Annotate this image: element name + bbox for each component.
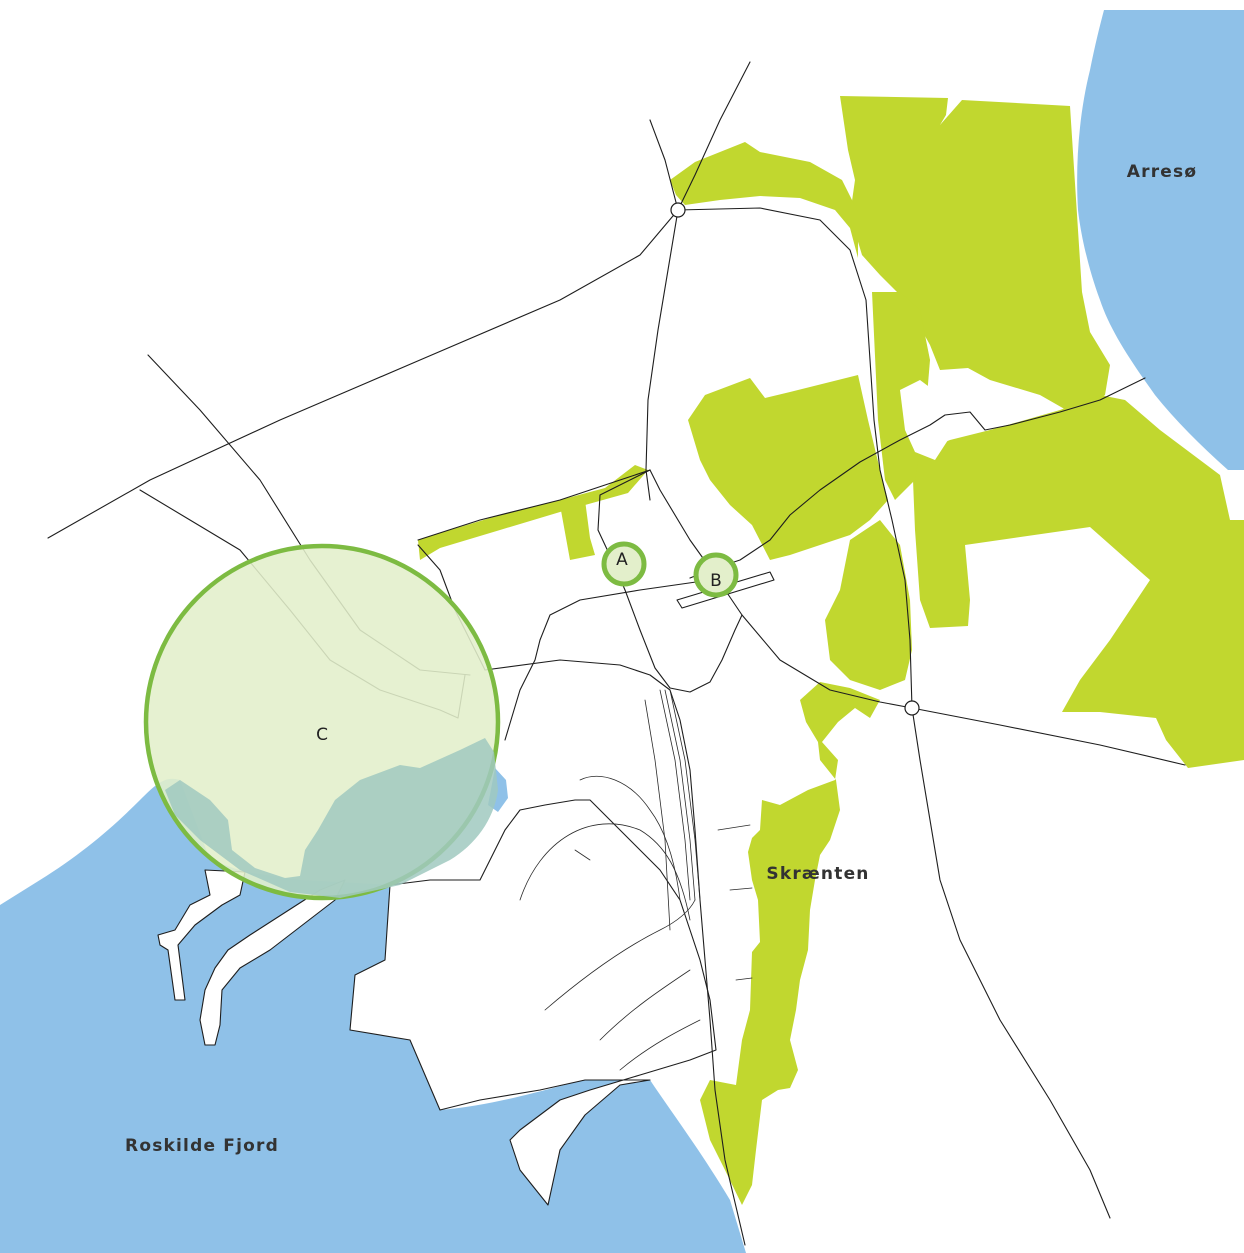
arreso-label: Arresø <box>1127 162 1197 182</box>
road-town-west <box>417 469 651 541</box>
roundabout-southeast <box>904 700 920 716</box>
green-area-west-block <box>560 500 595 560</box>
skraenten-label: Skrænten <box>766 864 869 884</box>
marker-c-label: C <box>316 725 328 745</box>
roskilde-fjord-label: Roskilde Fjord <box>125 1136 279 1156</box>
road-north-2 <box>677 61 751 211</box>
green-area-north <box>670 142 858 258</box>
road-railway-line <box>484 659 746 1246</box>
green-area-northeast <box>840 96 1110 415</box>
roundabout-north <box>670 202 686 218</box>
connector-3 <box>735 977 753 981</box>
road-south <box>911 707 1111 1219</box>
marker-c-overlap <box>165 738 498 898</box>
green-cutout <box>900 378 990 460</box>
harbour-pier-left <box>157 869 246 1001</box>
green-area-central-strip <box>825 520 912 690</box>
connector-1 <box>717 824 751 831</box>
road-town-south <box>504 579 711 741</box>
rail-yard-curve-4 <box>599 969 691 1041</box>
rail-yard-curve-1 <box>519 823 691 921</box>
rail-track-3 <box>669 689 701 901</box>
rail-yard-curve-2 <box>579 775 681 901</box>
road-north-1 <box>649 119 679 211</box>
road-west-loop <box>597 469 743 693</box>
marker-a[interactable]: A <box>601 541 647 587</box>
rail-yard-curve-5 <box>619 1019 701 1071</box>
marker-c[interactable]: C <box>143 543 501 901</box>
green-area-center <box>688 375 888 560</box>
road-rail-east <box>689 377 1146 579</box>
rail-yard-curve-3 <box>544 899 696 1011</box>
harbour-industrial-area <box>349 799 717 1206</box>
green-area-west-strip <box>418 465 648 560</box>
road-airport-strip <box>676 571 775 609</box>
road-northwest <box>47 209 679 539</box>
road-ring-east <box>677 207 913 709</box>
road-central-west <box>645 209 679 501</box>
rail-track-4 <box>644 699 671 931</box>
connector-2 <box>729 887 753 891</box>
road-east <box>911 707 1186 766</box>
rail-track-1 <box>659 689 691 901</box>
marker-a-label: A <box>616 550 628 570</box>
marker-b-label: B <box>710 571 722 591</box>
marker-b[interactable]: B <box>693 552 739 598</box>
green-area-east <box>912 395 1244 768</box>
rail-track-2 <box>664 689 696 901</box>
rail-yard-line-6 <box>574 849 591 861</box>
green-area-skraenten <box>700 682 880 1205</box>
arreso-lake <box>1077 10 1244 470</box>
